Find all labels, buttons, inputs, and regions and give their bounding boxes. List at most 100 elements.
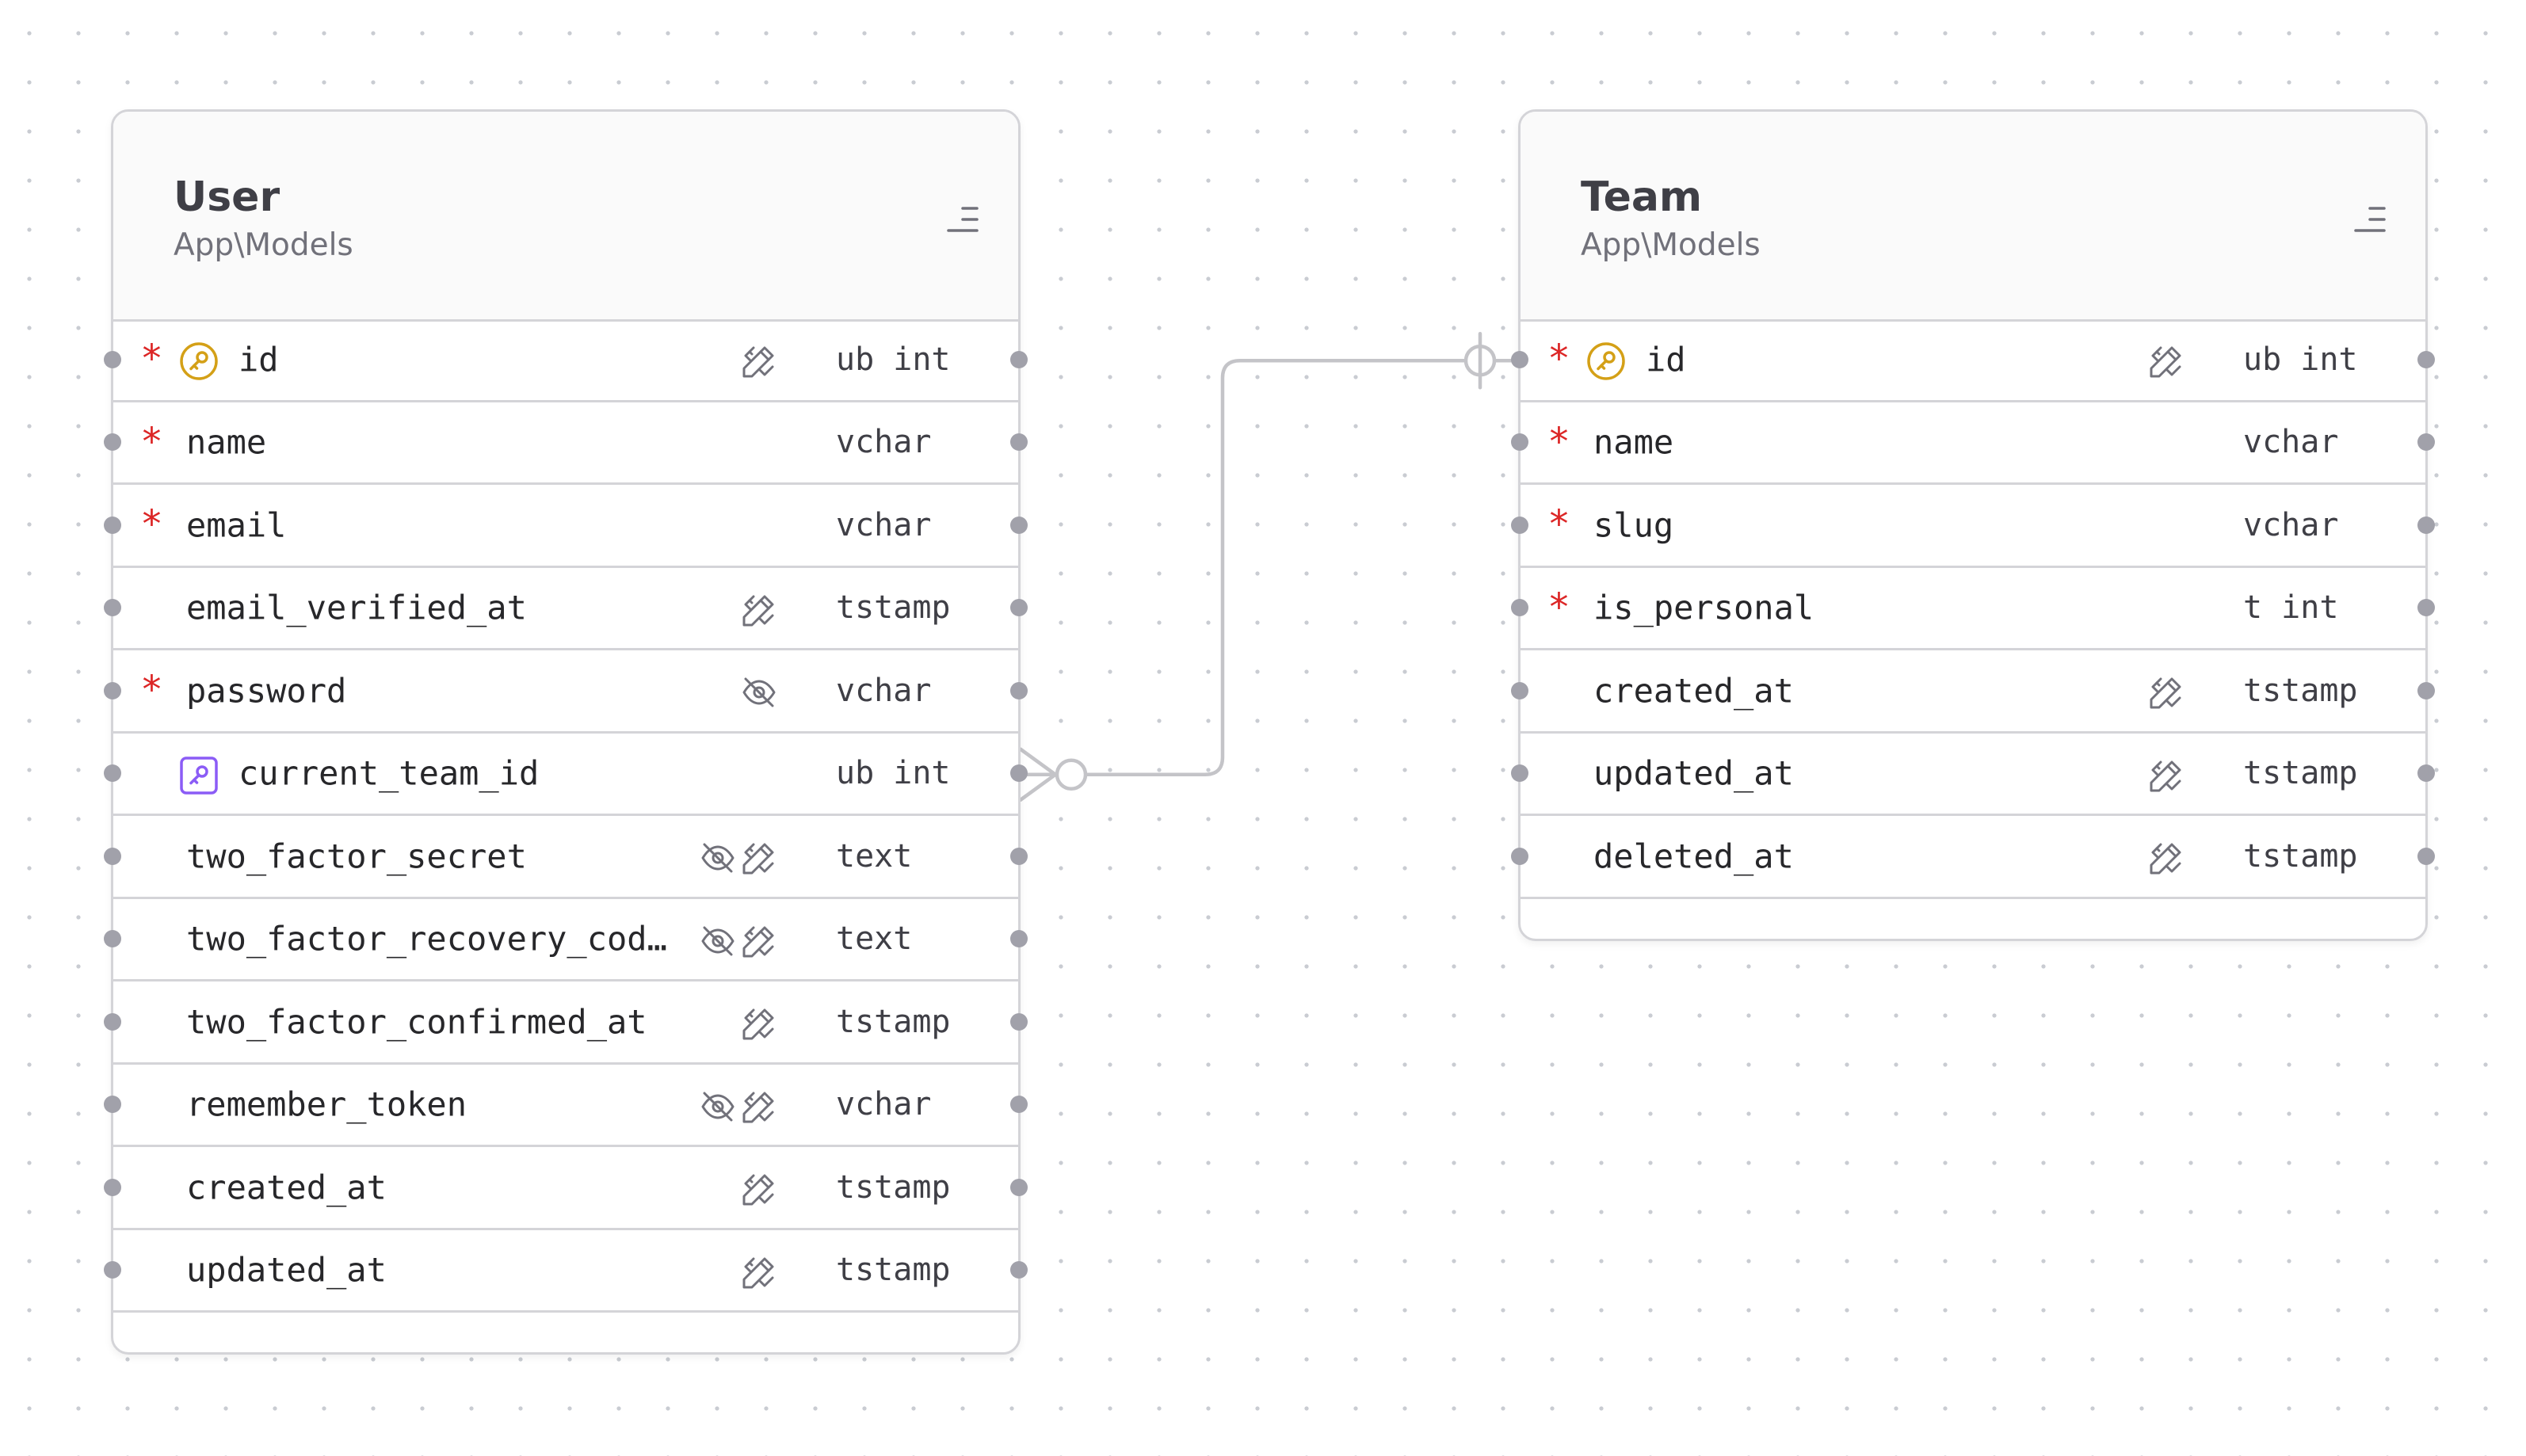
field-name: is_personal — [1593, 588, 1814, 627]
model-title: Team — [1581, 173, 1703, 221]
connection-handle-left[interactable] — [104, 1012, 121, 1031]
connection-handle-left[interactable] — [1511, 433, 1528, 452]
field-type: text — [836, 837, 913, 875]
required-asterisk: * — [140, 668, 163, 712]
menu-lines-icon[interactable] — [2352, 200, 2391, 238]
connection-handle-right[interactable] — [1010, 847, 1028, 865]
field-name: updated_at — [186, 1250, 387, 1290]
field-name: id — [238, 340, 279, 379]
field-row-updated-at[interactable]: updated_at tstamp — [104, 1230, 1028, 1313]
field-type: tstamp — [836, 1252, 951, 1289]
connection-handle-left[interactable] — [1511, 350, 1528, 368]
connection-handle-left[interactable] — [104, 433, 121, 452]
connection-handle-left[interactable] — [1511, 599, 1528, 617]
connection-handle-right[interactable] — [1010, 433, 1028, 452]
field-type: vchar — [836, 424, 932, 461]
field-type: ub int — [836, 341, 951, 378]
model-header[interactable]: Team App\Models — [1521, 112, 2425, 322]
connection-handle-right[interactable] — [1010, 1178, 1028, 1196]
connection-handle-right[interactable] — [2417, 350, 2435, 368]
connection-handle-right[interactable] — [1010, 930, 1028, 948]
connection-handle-left[interactable] — [104, 1178, 121, 1196]
field-type: tstamp — [836, 589, 951, 627]
pencil-ruler-icon — [742, 346, 774, 378]
connection-handle-right[interactable] — [2417, 516, 2435, 534]
field-name: name — [186, 422, 267, 462]
connection-handle-left[interactable] — [1511, 764, 1528, 783]
connection-handle-right[interactable] — [2417, 599, 2435, 617]
pencil-ruler-icon — [742, 1092, 774, 1122]
connection-handle-left[interactable] — [1511, 847, 1528, 865]
relationship-edges — [1018, 332, 1518, 802]
field-name: created_at — [1593, 671, 1794, 711]
field-row-two-factor-recovery-cod[interactable]: two_factor_recovery_cod…text — [104, 899, 1028, 981]
connection-handle-right[interactable] — [2417, 681, 2435, 699]
connection-handle-right[interactable] — [1010, 681, 1028, 699]
field-row-created-at[interactable]: created_at tstamp — [1511, 650, 2435, 734]
field-name: two_factor_secret — [186, 837, 527, 876]
pencil-ruler-icon — [742, 1008, 774, 1040]
connection-handle-left[interactable] — [1511, 516, 1528, 534]
eye-off-icon — [701, 843, 735, 873]
optional-circle-marker — [1055, 758, 1088, 791]
field-name: two_factor_confirmed_at — [186, 1002, 647, 1042]
connection-handle-left[interactable] — [1511, 681, 1528, 699]
field-type: ub int — [2243, 341, 2358, 378]
connection-handle-left[interactable] — [104, 599, 121, 617]
connection-handle-right[interactable] — [1010, 764, 1028, 783]
connection-handle-right[interactable] — [2417, 764, 2435, 783]
connection-handle-left[interactable] — [104, 350, 121, 368]
field-name: slug — [1593, 505, 1674, 545]
model-title: User — [174, 173, 280, 221]
connection-handle-right[interactable] — [1010, 1012, 1028, 1031]
menu-lines-icon[interactable] — [945, 200, 983, 238]
pencil-ruler-icon — [2150, 346, 2181, 378]
connection-handle-left[interactable] — [104, 764, 121, 783]
pencil-ruler-icon — [2150, 760, 2181, 791]
connection-handle-right[interactable] — [2417, 847, 2435, 865]
field-type: ub int — [836, 755, 951, 792]
field-row-two-factor-secret[interactable]: two_factor_secret text — [104, 816, 1028, 899]
pencil-ruler-icon — [2150, 843, 2181, 875]
connection-handle-left[interactable] — [104, 930, 121, 948]
required-asterisk: * — [1547, 337, 1570, 381]
eye-off-icon — [742, 677, 776, 707]
field-type: t int — [2243, 589, 2339, 627]
connection-handle-left[interactable] — [104, 516, 121, 534]
connection-handle-right[interactable] — [1010, 599, 1028, 617]
connection-handle-right[interactable] — [1010, 1261, 1028, 1279]
field-type: vchar — [2243, 506, 2339, 543]
connection-handle-left[interactable] — [104, 681, 121, 699]
pencil-ruler-icon — [742, 595, 774, 626]
connection-handle-right[interactable] — [2417, 433, 2435, 452]
field-name: deleted_at — [1593, 837, 1794, 876]
model-header[interactable]: User App\Models — [113, 112, 1018, 322]
connection-handle-left[interactable] — [104, 1096, 121, 1114]
connection-handle-left[interactable] — [104, 1261, 121, 1279]
connection-handle-right[interactable] — [1010, 350, 1028, 368]
connection-handle-left[interactable] — [104, 847, 121, 865]
field-type: tstamp — [2243, 672, 2358, 709]
connection-handle-right[interactable] — [1010, 1096, 1028, 1114]
connection-handle-right[interactable] — [1010, 516, 1028, 534]
field-name: two_factor_recovery_cod… — [186, 919, 667, 959]
eye-off-icon — [701, 926, 735, 955]
